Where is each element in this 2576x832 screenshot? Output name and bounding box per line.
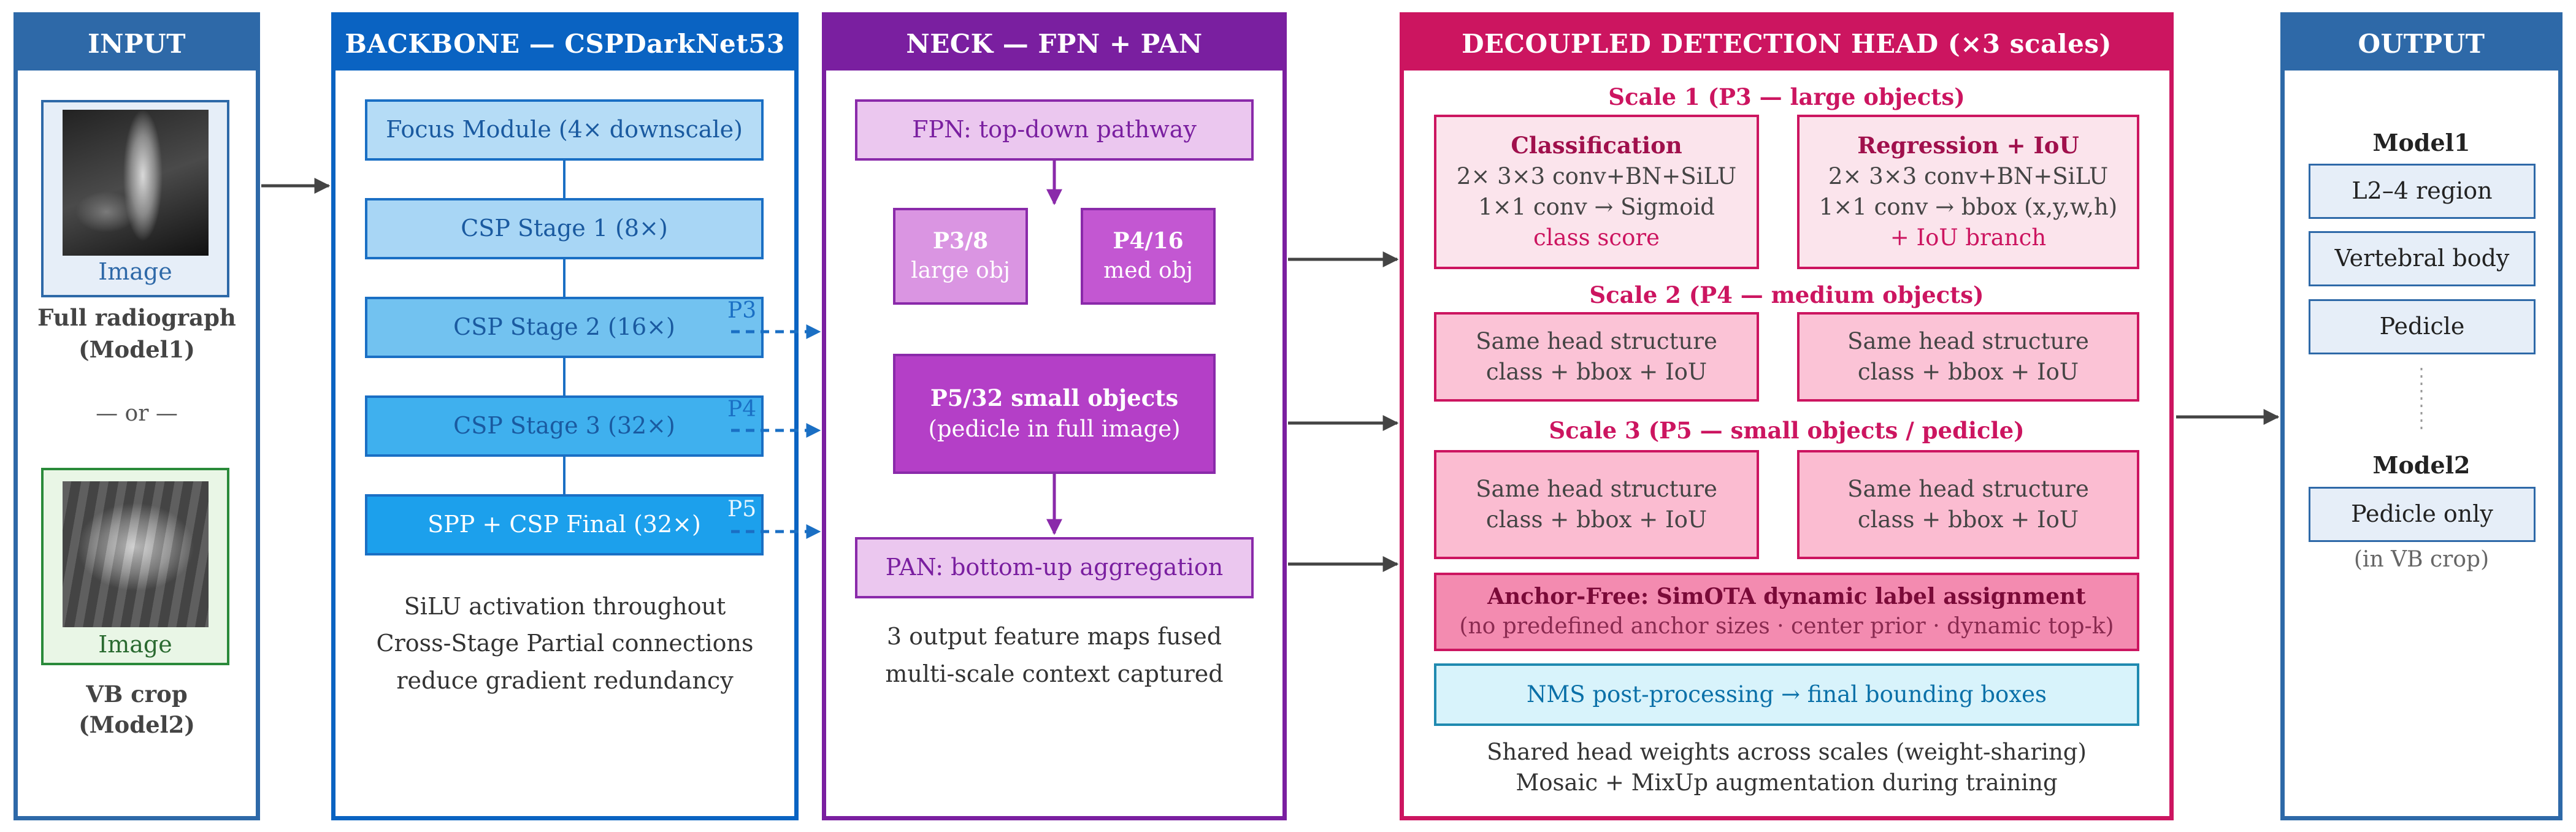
backbone-title: BACKBONE — CSPDarkNet53: [335, 17, 794, 71]
output-item-l2-4: L2–4 region: [2309, 164, 2536, 219]
neck-p4: P4/16 med obj: [1081, 208, 1216, 305]
head-anchor-free: Anchor-Free: SimOTA dynamic label assign…: [1434, 573, 2139, 651]
input-caption-2b: (Model2): [79, 711, 195, 738]
neck-note-2: multi-scale context captured: [885, 660, 1224, 687]
neck-pan: PAN: bottom-up aggregation: [855, 537, 1254, 598]
backbone-note-1: SiLU activation throughout: [404, 593, 726, 620]
or-text: — or —: [96, 401, 178, 426]
input-caption-1a: Full radiograph: [37, 304, 236, 331]
backbone-stage-final: SPP + CSP Final (32×): [365, 494, 764, 555]
input-image-1: Image: [41, 100, 229, 297]
scale-3-label: Scale 3 (P5 — small objects / pedicle): [1549, 417, 2025, 444]
input-caption-2a: VB crop: [86, 681, 188, 708]
head-scale2-left: Same head structure class + bbox + IoU: [1434, 312, 1759, 402]
head-scale3-right: Same head structure class + bbox + IoU: [1797, 450, 2139, 559]
backbone-stage-2: CSP Stage 2 (16×): [365, 297, 764, 358]
backbone-note-3: reduce gradient redundancy: [396, 667, 734, 694]
head-classification: Classification 2× 3×3 conv+BN+SiLU 1×1 c…: [1434, 115, 1759, 269]
neck-note-1: 3 output feature maps fused: [886, 623, 1222, 650]
backbone-note-2: Cross-Stage Partial connections: [376, 630, 754, 657]
head-scale2-right: Same head structure class + bbox + IoU: [1797, 312, 2139, 402]
input-title: INPUT: [18, 17, 256, 71]
scale-1-label: Scale 1 (P3 — large objects): [1608, 83, 1965, 110]
image-label-1: Image: [98, 258, 172, 285]
tag-p5: P5: [727, 497, 757, 522]
output-model2: Model2: [2372, 451, 2471, 479]
output-model1: Model1: [2372, 129, 2471, 156]
scale-2-label: Scale 2 (P4 — medium objects): [1589, 281, 1984, 308]
head-note-2: Mosaic + MixUp augmentation during train…: [1516, 769, 2058, 796]
output-title: OUTPUT: [2285, 17, 2558, 71]
neck-p5: P5/32 small objects (pedicle in full ima…: [893, 354, 1216, 474]
neck-fpn: FPN: top-down pathway: [855, 99, 1254, 161]
output-item-pedicle-only: Pedicle only: [2309, 487, 2536, 542]
backbone-stage-1: CSP Stage 1 (8×): [365, 198, 764, 259]
head-scale3-left: Same head structure class + bbox + IoU: [1434, 450, 1759, 559]
neck-p3: P3/8 large obj: [893, 208, 1028, 305]
image-label-2: Image: [98, 631, 172, 658]
head-nms: NMS post-processing → final bounding box…: [1434, 663, 2139, 726]
output-item-vertebral-body: Vertebral body: [2309, 231, 2536, 286]
head-regression: Regression + IoU 2× 3×3 conv+BN+SiLU 1×1…: [1797, 115, 2139, 269]
head-title: DECOUPLED DETECTION HEAD (×3 scales): [1404, 17, 2169, 71]
backbone-stage-3: CSP Stage 3 (32×): [365, 395, 764, 457]
neck-title: NECK — FPN + PAN: [826, 17, 1282, 71]
head-note-1: Shared head weights across scales (weigh…: [1487, 739, 2087, 765]
vb-crop-thumbnail: [63, 481, 209, 627]
input-caption-1b: (Model1): [79, 336, 195, 363]
radiograph-thumbnail: [63, 110, 209, 256]
input-image-2: Image: [41, 468, 229, 665]
backbone-stage-focus: Focus Module (4× downscale): [365, 99, 764, 161]
output-model2-note: (in VB crop): [2353, 547, 2490, 572]
tag-p4: P4: [727, 397, 757, 422]
output-item-pedicle: Pedicle: [2309, 299, 2536, 354]
tag-p3: P3: [727, 298, 757, 323]
